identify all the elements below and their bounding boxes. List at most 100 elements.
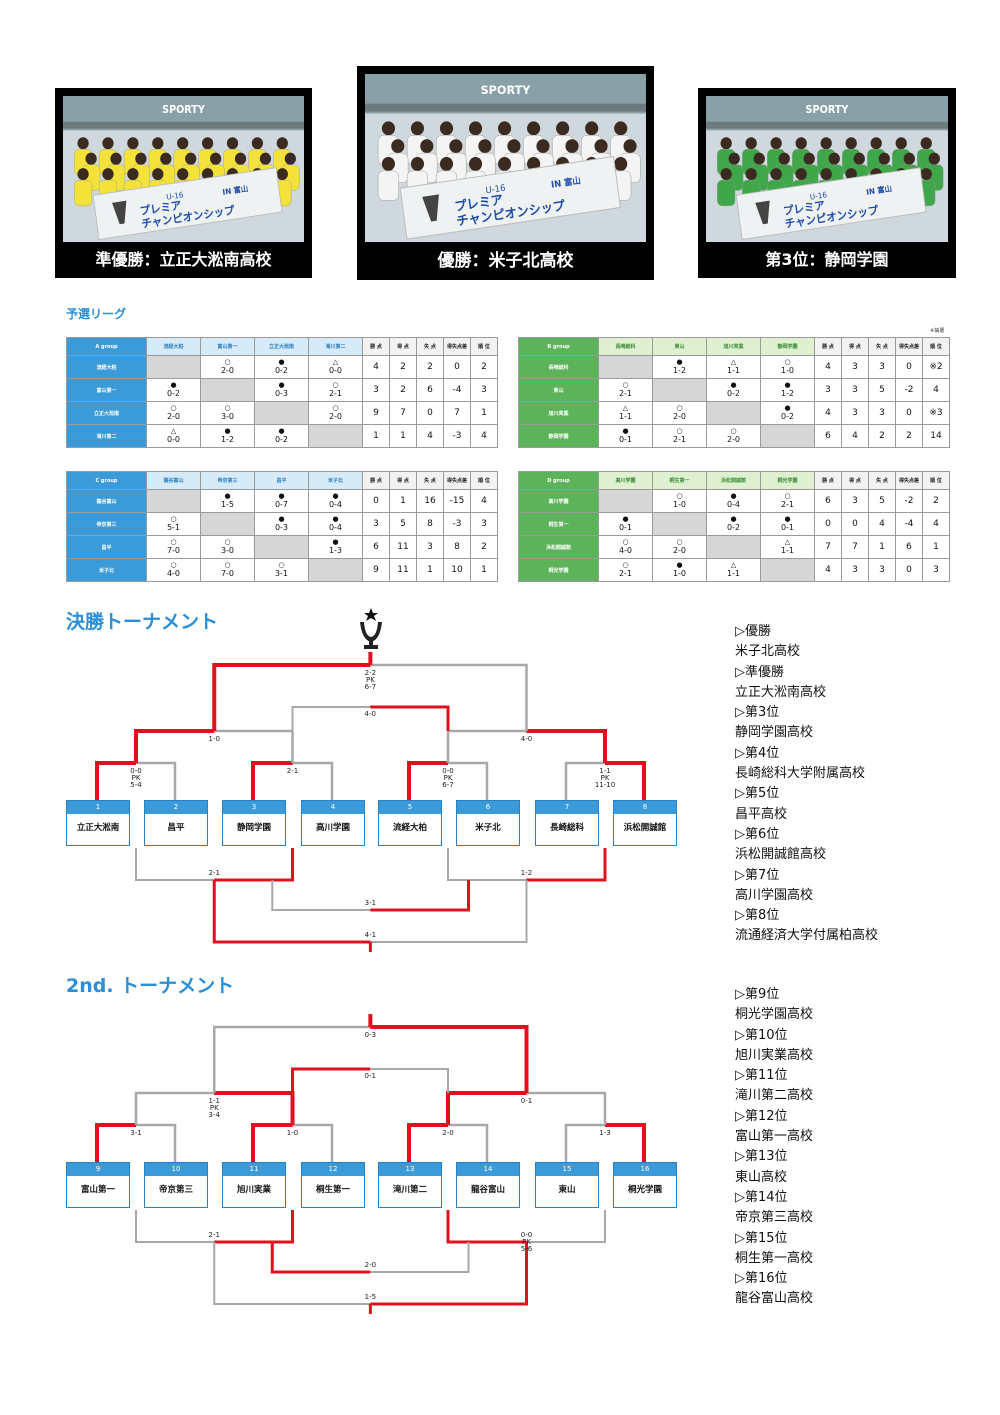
stat-value: 3 xyxy=(841,558,869,582)
trophy-icon xyxy=(360,608,382,649)
rank-team: 桐光学園高校 xyxy=(735,1007,814,1023)
result-mark: ○ xyxy=(622,560,629,569)
self-match-cell xyxy=(308,558,363,582)
second-ranking-list: ▷第9位桐光学園高校▷第10位旭川実業高校▷第11位滝川第二高校▷第12位富山第… xyxy=(735,985,813,1310)
bracket-line xyxy=(270,1242,371,1274)
stat-value: 5 xyxy=(389,512,417,536)
seed-number: 10 xyxy=(145,1163,207,1176)
match-score: 2-0 xyxy=(672,411,687,421)
team-name: 高川学園 xyxy=(518,489,599,513)
match-result-cell: ●0-2 xyxy=(254,355,309,379)
bracket-line xyxy=(526,848,607,882)
svg-text:U-16: U-16 xyxy=(166,190,184,202)
rank-label: ▷第8位 xyxy=(735,908,780,924)
match-score: 1-1 xyxy=(726,365,741,375)
match-result-cell: ●1-0 xyxy=(652,558,707,582)
team-name: 昌平 xyxy=(167,823,185,833)
result-mark: ● xyxy=(784,380,791,389)
match-score: 3-1 xyxy=(274,568,289,578)
seed-number: 7 xyxy=(536,801,598,814)
stat-value: 2 xyxy=(895,424,923,448)
seed-number: 2 xyxy=(145,801,207,814)
rank-label: ▷第4位 xyxy=(735,745,780,761)
rank-label: ▷第12位 xyxy=(735,1108,788,1124)
bracket-line xyxy=(271,880,371,911)
match-result-cell: ○3-0 xyxy=(200,535,255,559)
final-tournament-title: 決勝トーナメント xyxy=(66,611,219,633)
match-result-cell: ○4-0 xyxy=(146,558,201,582)
team-name: 浜松開誠館 xyxy=(518,535,599,559)
bracket-line xyxy=(213,1242,371,1305)
result-mark: △ xyxy=(622,403,629,412)
match-score: 2-0 xyxy=(442,1129,454,1137)
team-name: 滝川第二 xyxy=(66,424,147,448)
team-name: 桐光学園 xyxy=(518,558,599,582)
match-score: 0-2 xyxy=(780,411,795,421)
match-result-cell: ○2-1 xyxy=(598,558,653,582)
stat-value: 3 xyxy=(841,355,869,379)
match-score: 1-5 xyxy=(364,1293,377,1301)
stat-header: 勝 点 xyxy=(814,337,842,356)
match-score: 0-1 xyxy=(520,1097,533,1105)
stat-value: 0 xyxy=(895,401,923,425)
result-mark: ○ xyxy=(676,426,683,435)
team-name: 滝川第二 xyxy=(392,1185,427,1195)
match-score: 0-2 xyxy=(726,522,741,532)
match-score: 2-0 xyxy=(726,434,741,444)
result-mark: ● xyxy=(730,514,737,523)
bracket-line xyxy=(370,1068,449,1093)
team-name: 旭川実業 xyxy=(236,1185,271,1195)
result-mark: ○ xyxy=(224,537,231,546)
bracket-line xyxy=(370,1242,470,1273)
svg-text:IN 富山: IN 富山 xyxy=(222,183,249,197)
bracket-line xyxy=(370,880,528,943)
match-result-cell: ○2-0 xyxy=(706,424,761,448)
self-match-cell xyxy=(200,378,255,402)
match-result-cell: ○2-0 xyxy=(652,401,707,425)
rank-team: 高川学園高校 xyxy=(735,887,814,903)
seed-number: 6 xyxy=(457,801,519,814)
rank-team: 滝川第二高校 xyxy=(735,1088,814,1104)
stat-value: ※3 xyxy=(922,401,950,425)
self-match-cell xyxy=(652,512,707,536)
stat-header: 得失点差 xyxy=(895,471,923,490)
match-score: 0-3 xyxy=(364,1031,377,1039)
result-mark: ● xyxy=(784,514,791,523)
match-result-cell: ●0-3 xyxy=(254,378,309,402)
match-score: 2-0 xyxy=(364,1261,377,1269)
stat-value: 6 xyxy=(814,489,842,513)
bracket-line xyxy=(291,1067,371,1093)
svg-text:プレミア: プレミア xyxy=(454,192,504,214)
result-mark: △ xyxy=(730,357,737,366)
match-score: 4-1 xyxy=(364,931,377,939)
opponent-header: 米子北 xyxy=(308,471,363,490)
stat-value: 0 xyxy=(416,401,444,425)
bracket-line xyxy=(446,1210,527,1244)
rank-team: 米子北高校 xyxy=(735,644,801,660)
rank-label: ▷優勝 xyxy=(735,624,771,639)
stat-value: 4 xyxy=(416,424,444,448)
match-score: 5-1 xyxy=(166,522,181,532)
result-mark: ● xyxy=(278,514,285,523)
result-mark: ● xyxy=(622,514,629,523)
group-name: A group xyxy=(66,337,147,356)
match-score: 0-1 xyxy=(780,522,795,532)
rank-label: ▷第7位 xyxy=(735,867,780,883)
match-score: 2-1 xyxy=(618,568,633,578)
opponent-header: 静岡学園 xyxy=(760,337,815,356)
match-result-cell: ●0-2 xyxy=(706,512,761,536)
result-mark: ● xyxy=(278,426,285,435)
opponent-header: 滝川第二 xyxy=(308,337,363,356)
match-result-cell: △1-1 xyxy=(706,355,761,379)
bracket-line xyxy=(407,1123,448,1162)
result-mark: △ xyxy=(332,357,339,366)
stat-value: 6 xyxy=(895,535,923,559)
team-name: 帝京第三 xyxy=(158,1185,193,1195)
